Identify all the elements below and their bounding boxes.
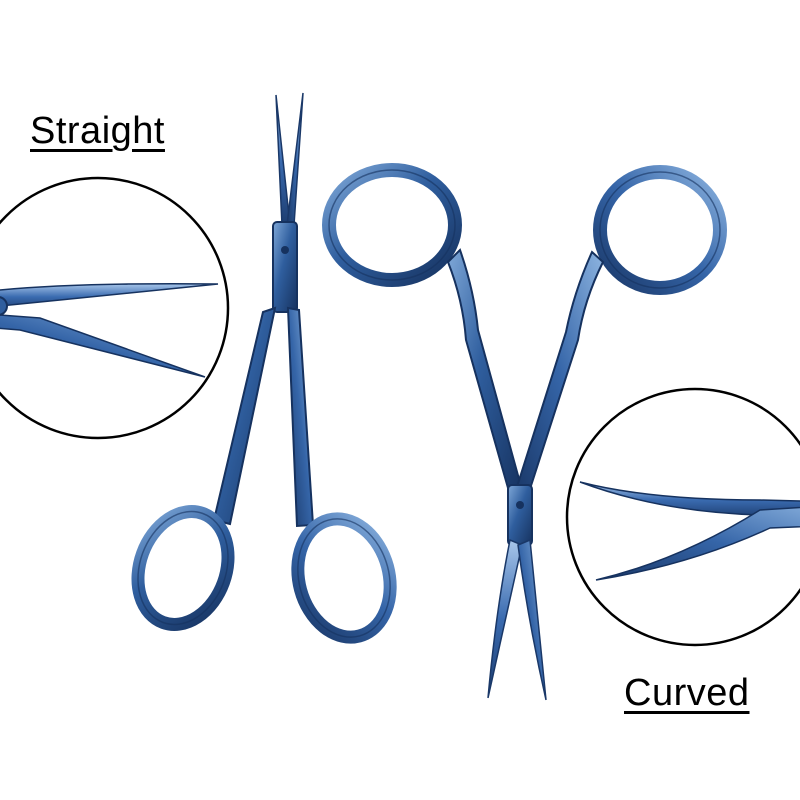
straight-tip-zoom (0, 176, 230, 440)
straight-label: Straight (30, 110, 165, 152)
curved-scissors (322, 163, 727, 701)
straight-scissors (131, 92, 397, 644)
curved-tip-zoom (565, 387, 800, 647)
curved-label: Curved (624, 672, 750, 714)
